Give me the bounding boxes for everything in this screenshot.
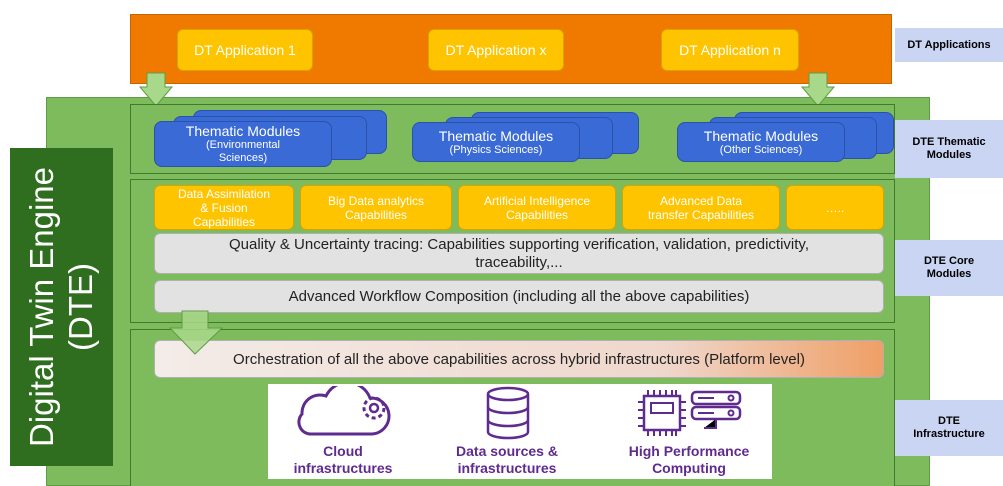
- infrastructure-item-cloud: Cloud infrastructures: [278, 386, 408, 478]
- capability-label: Capabilities: [192, 214, 256, 229]
- infrastructure-item-hpc: High Performance Computing: [614, 386, 764, 478]
- infrastructure-label: Data sources &: [456, 443, 558, 459]
- advanced-workflow-composition[interactable]: Advanced Workflow Composition (including…: [154, 280, 884, 313]
- database-icon: [486, 386, 530, 440]
- capability-label: transfer Capabilities: [647, 207, 755, 222]
- capability-label: Capabilities: [505, 207, 569, 222]
- side-label-dt-applications: DT Applications: [895, 28, 1003, 62]
- capability-artificial-intelligence[interactable]: Artificial Intelligence Capabilities: [458, 185, 616, 230]
- capability-label: Advanced Data: [659, 193, 743, 208]
- capability-label: Big Data analytics: [327, 193, 425, 208]
- dte-title-line1: Digital Twin Engine: [23, 166, 60, 448]
- side-label-text: Infrastructure: [913, 428, 985, 440]
- thematic-module-subtitle: Sciences): [218, 152, 268, 164]
- capability-big-data-analytics[interactable]: Big Data analytics Capabilities: [300, 185, 452, 230]
- dt-application-n[interactable]: DT Application n: [661, 29, 799, 71]
- quality-uncertainty-tracing[interactable]: Quality & Uncertainty tracing: Capabilit…: [154, 233, 884, 274]
- dt-applications-bar: DT Application 1 DT Application x DT App…: [130, 14, 892, 84]
- capability-label: & Fusion: [200, 200, 248, 215]
- side-label-text: Modules: [926, 268, 972, 280]
- dte-title: Digital Twin Engine (DTE): [22, 167, 100, 447]
- side-label-text: DTE Thematic: [912, 136, 986, 148]
- capability-label: Artificial Intelligence: [483, 193, 591, 208]
- dt-application-n-label: DT Application n: [679, 42, 781, 58]
- side-label-text: DTE: [938, 415, 960, 427]
- capability-more[interactable]: …..: [786, 185, 884, 230]
- quality-text: Quality & Uncertainty tracing: Capabilit…: [229, 235, 809, 253]
- infrastructure-label: infrastructures: [457, 460, 557, 476]
- dt-application-1[interactable]: DT Application 1: [177, 29, 313, 71]
- orchestration-platform[interactable]: Orchestration of all the above capabilit…: [154, 340, 884, 378]
- thematic-module-environmental[interactable]: Thematic Modules (Environmental Sciences…: [154, 121, 332, 167]
- capability-advanced-data-transfer[interactable]: Advanced Data transfer Capabilities: [622, 185, 780, 230]
- capability-data-assimilation[interactable]: Data Assimilation & Fusion Capabilities: [154, 185, 294, 230]
- thematic-module-subtitle: (Physics Sciences): [449, 143, 543, 156]
- quality-text: traceability,...: [475, 253, 563, 271]
- thematic-modules-section: Thematic Modules (Environmental Sciences…: [130, 104, 895, 174]
- capability-label: Capabilities: [344, 207, 408, 222]
- side-label-text: DTE Core: [923, 255, 975, 267]
- hpc-chip-server-icon: [638, 390, 742, 436]
- infrastructure-label: Cloud: [323, 443, 363, 459]
- down-arrow-icon: [138, 72, 174, 107]
- infrastructure-item-data-sources: Data sources & infrastructures: [442, 386, 572, 478]
- thematic-module-other[interactable]: Thematic Modules (Other Sciences): [677, 122, 845, 162]
- workflow-text: Advanced Workflow Composition (including…: [288, 288, 750, 305]
- dt-application-x-label: DT Application x: [445, 42, 547, 58]
- infrastructure-label: Computing: [652, 460, 726, 476]
- thematic-module-title: Thematic Modules: [185, 123, 301, 139]
- infrastructure-icons-panel: Cloud infrastructures Data sources & inf…: [268, 384, 772, 479]
- side-label-dte-infrastructure: DTE Infrastructure: [895, 400, 1003, 456]
- infrastructure-label: High Performance: [628, 443, 750, 459]
- thematic-module-title: Thematic Modules: [703, 127, 819, 144]
- thematic-module-subtitle: (Environmental: [206, 139, 280, 151]
- infrastructure-label: infrastructures: [293, 460, 393, 476]
- side-label-dt-applications-text: DT Applications: [907, 38, 991, 51]
- dte-title-line2: (DTE): [62, 263, 99, 351]
- side-label-dte-thematic-modules: DTE Thematic Modules: [895, 120, 1003, 178]
- thematic-module-subtitle: (Other Sciences): [719, 143, 803, 156]
- down-arrow-icon: [168, 310, 224, 355]
- dt-application-x[interactable]: DT Application x: [428, 29, 564, 71]
- cloud-gear-icon: [297, 386, 391, 436]
- down-arrow-icon: [800, 72, 836, 107]
- side-label-text: Modules: [926, 149, 972, 161]
- capability-label: Data Assimilation: [177, 186, 271, 201]
- dte-title-panel: Digital Twin Engine (DTE): [10, 148, 113, 466]
- capability-label: …..: [825, 200, 845, 215]
- thematic-module-title: Thematic Modules: [438, 127, 554, 144]
- side-label-dte-core-modules: DTE Core Modules: [895, 240, 1003, 296]
- dt-application-1-label: DT Application 1: [194, 42, 296, 58]
- thematic-module-physics[interactable]: Thematic Modules (Physics Sciences): [412, 122, 580, 162]
- orchestration-text: Orchestration of all the above capabilit…: [233, 350, 805, 368]
